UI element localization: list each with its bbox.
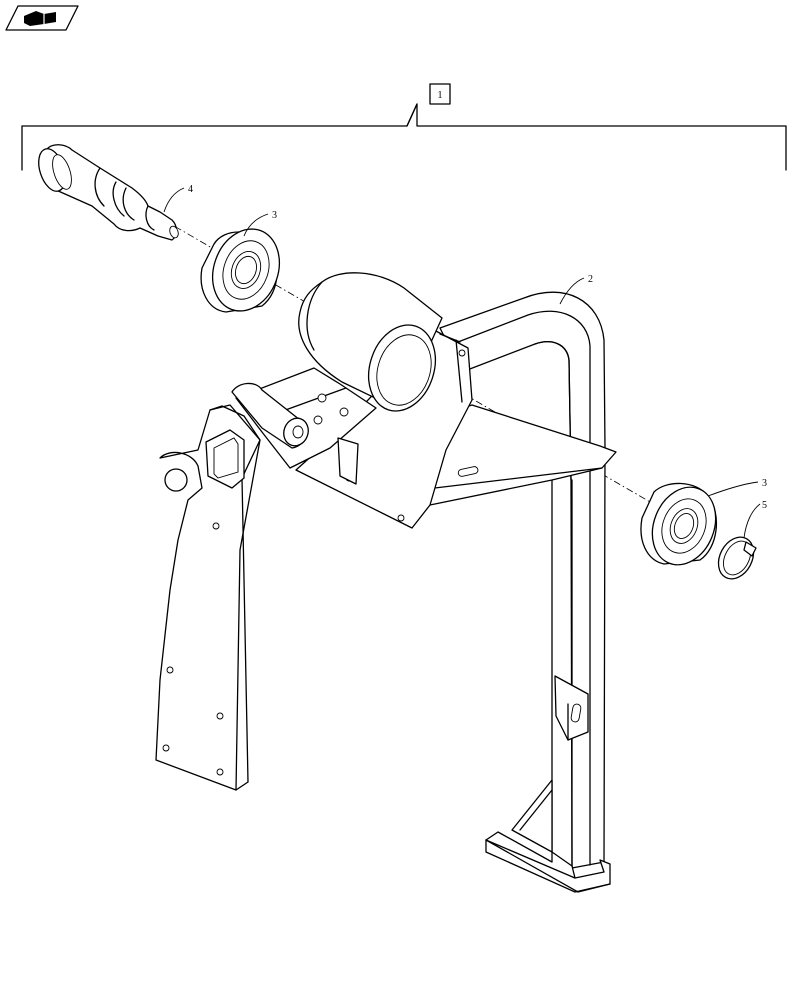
callout-bearing-right: 3 (707, 478, 767, 497)
bearing-left (200, 228, 280, 313)
callout-pin: 4 (163, 184, 193, 213)
callout-snap-ring: 5 (743, 500, 767, 539)
callout-number-bearing-left: 3 (272, 210, 277, 221)
assembly-reference-number: 1 (438, 90, 443, 101)
side-arm-plate (155, 404, 261, 791)
assembly-reference-box: 1 (429, 83, 451, 105)
assembly-bracket (21, 103, 787, 171)
pin (38, 144, 179, 241)
callout-number-snap-ring: 5 (762, 500, 767, 511)
open-book-icon[interactable] (5, 5, 79, 31)
snap-ring (717, 536, 757, 580)
callout-number-bearing-right: 3 (762, 478, 767, 489)
bearing-right (640, 482, 718, 566)
callout-number-frame: 2 (588, 274, 593, 285)
callout-frame: 2 (559, 274, 593, 305)
callout-bearing-left: 3 (243, 210, 277, 237)
callout-number-pin: 4 (188, 184, 193, 195)
frame-assembly (231, 272, 617, 893)
